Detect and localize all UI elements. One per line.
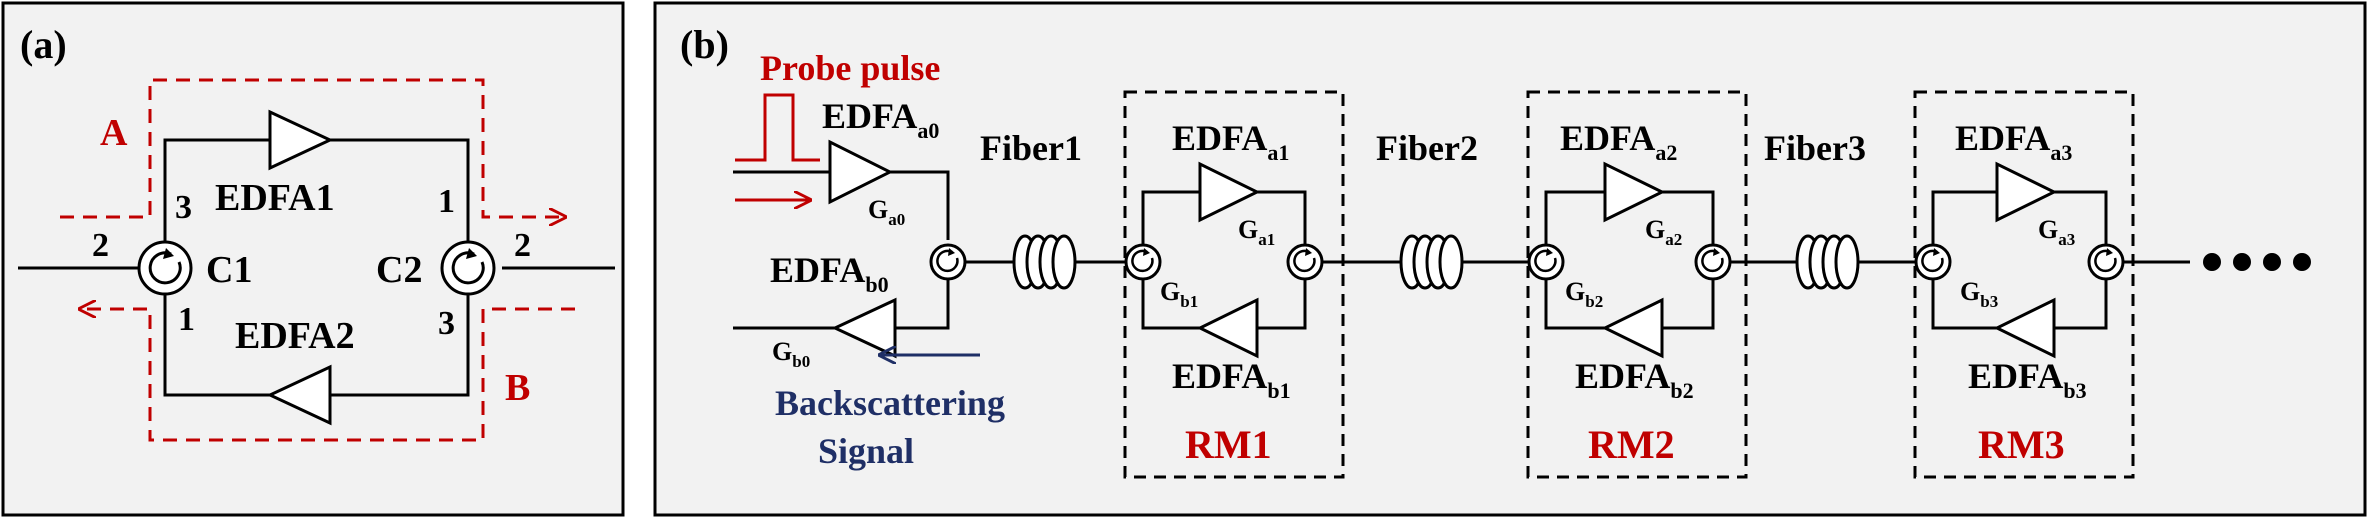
- circulator-c1-icon: [137, 240, 193, 296]
- continuation-dots-icon: [2203, 253, 2311, 271]
- c2-port-1: 1: [438, 183, 455, 220]
- probe-pulse-icon: [735, 93, 820, 162]
- gain-a1-label: Ga1: [1238, 215, 1275, 249]
- fiber1-coil-icon: [1012, 234, 1077, 290]
- gain-b2-label: Gb2: [1565, 277, 1603, 311]
- rm1-left-circulator-icon: [1124, 243, 1162, 281]
- backscatter-label-line1: Backscattering: [775, 383, 1005, 423]
- c1-port-2: 2: [92, 227, 109, 264]
- edfa-b0-label: EDFAb0: [770, 250, 889, 297]
- edfa-a0-label: EDFAa0: [822, 96, 939, 143]
- rm1-right-circulator-icon: [1286, 243, 1324, 281]
- fiber3-coil-icon: [1795, 234, 1860, 290]
- gain-a3-label: Ga3: [2038, 215, 2075, 249]
- c2-port-3: 3: [438, 305, 455, 342]
- rm3-module: EDFAa3 Ga3 Gb3 EDFAb3 RM3: [1913, 90, 2135, 479]
- rm2-module: EDFAa2 Ga2 Gb2 EDFAb2 RM2: [1526, 90, 1748, 479]
- head-circulator-icon: [929, 243, 967, 281]
- gain-a2-label: Ga2: [1645, 215, 1682, 249]
- edfa-a0-amplifier-icon: [828, 139, 894, 205]
- panel-a-tag: (a): [20, 22, 67, 67]
- edfa1-label: EDFA1: [215, 177, 335, 219]
- gain-b3-label: Gb3: [1960, 277, 1998, 311]
- rm2-right-circulator-icon: [1694, 243, 1732, 281]
- c2-port-2: 2: [514, 227, 531, 264]
- gain-b1-label: Gb1: [1160, 277, 1198, 311]
- label-a: A: [100, 112, 128, 154]
- edfa-a1-amplifier-icon: [1198, 161, 1261, 223]
- edfa2-amplifier-icon: [266, 364, 332, 426]
- rm3-label: RM3: [1978, 422, 2065, 467]
- fiber3-label: Fiber3: [1764, 128, 1866, 168]
- c2-label: C2: [376, 249, 422, 291]
- rm2-label: RM2: [1588, 422, 1675, 467]
- backscatter-label-line2: Signal: [818, 431, 914, 471]
- panel-a: (a) EDFA1 EDFA2 C1 C2 3 2 1 1: [1, 1, 625, 517]
- path-b-dashed: [80, 309, 575, 442]
- edfa1-amplifier-icon: [268, 109, 334, 171]
- probe-pulse-label: Probe pulse: [760, 48, 940, 88]
- c1-port-1: 1: [178, 301, 195, 338]
- gain-b0-label: Gb0: [772, 337, 810, 371]
- rm3-left-circulator-icon: [1914, 243, 1952, 281]
- edfa-b1-label: EDFAb1: [1172, 356, 1291, 403]
- edfa-a3-label: EDFAa3: [1955, 118, 2072, 165]
- edfa-a1-label: EDFAa1: [1172, 118, 1289, 165]
- fiber1-label: Fiber1: [980, 128, 1082, 168]
- label-b: B: [505, 367, 530, 409]
- edfa-b3-label: EDFAb3: [1968, 356, 2087, 403]
- edfa-a2-amplifier-icon: [1603, 161, 1666, 223]
- fiber2-coil-icon: [1399, 234, 1464, 290]
- circulator-c2-icon: [440, 240, 496, 296]
- edfa-b2-label: EDFAb2: [1575, 356, 1694, 403]
- c1-label: C1: [206, 249, 252, 291]
- c1-port-3: 3: [175, 189, 192, 226]
- panel-b: (b) Probe pulse EDFAa0 Ga0 EDFAb0 Gb0 Ba…: [653, 1, 2367, 517]
- rm1-label: RM1: [1185, 422, 1272, 467]
- rm3-right-circulator-icon: [2087, 243, 2125, 281]
- rm1-module: EDFAa1 Ga1 Gb1 EDFAb1 RM1: [1123, 90, 1345, 479]
- edfa-a2-label: EDFAa2: [1560, 118, 1677, 165]
- edfa-b0-amplifier-icon: [831, 297, 897, 359]
- path-a-dashed: [60, 78, 565, 217]
- gain-a0-label: Ga0: [868, 195, 905, 229]
- edfa-a3-amplifier-icon: [1995, 161, 2058, 223]
- rm2-left-circulator-icon: [1527, 243, 1565, 281]
- panel-b-tag: (b): [680, 22, 729, 67]
- fiber2-label: Fiber2: [1376, 128, 1478, 168]
- edfa2-label: EDFA2: [235, 315, 355, 357]
